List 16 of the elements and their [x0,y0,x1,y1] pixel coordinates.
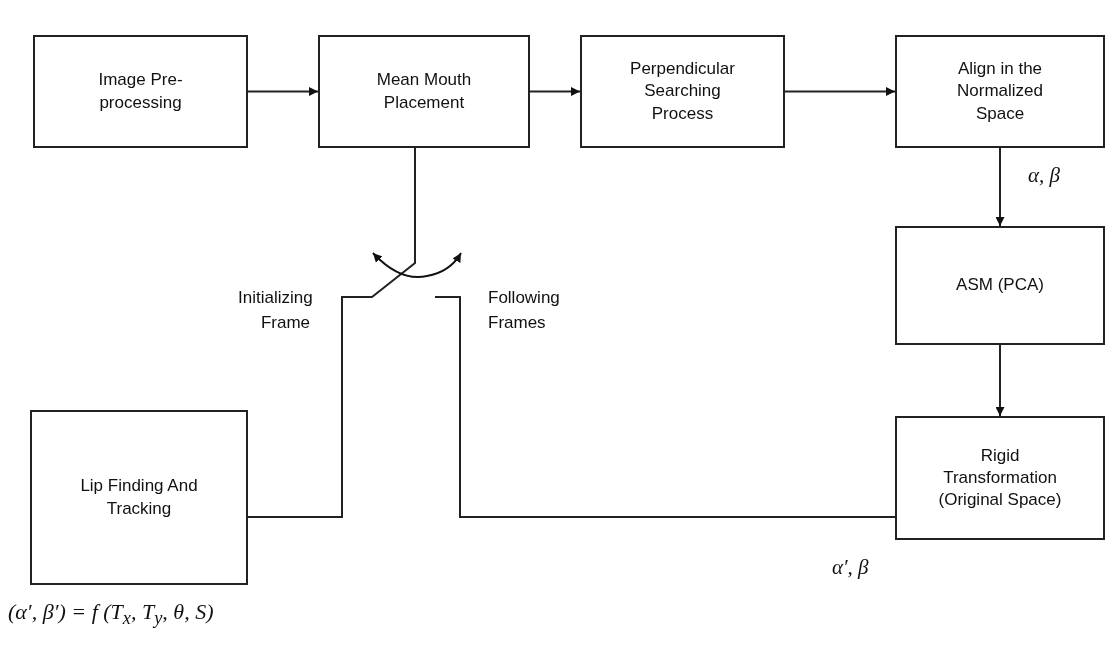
process-box: Perpendicular Searching Process [580,35,785,148]
process-box: Lip Finding And Tracking [30,410,248,585]
switch-label: Initializing Frame [238,287,310,334]
connector-line [434,296,896,518]
connector-line [995,147,1005,227]
process-box: Align in the Normalized Space [895,35,1105,148]
connector-line [995,344,1005,417]
connector-line [247,87,319,96]
process-box: ASM (PCA) [895,226,1105,345]
connector-line [784,87,896,96]
process-box: Rigid Transformation (Original Space) [895,416,1105,540]
process-box: Mean Mouth Placement [318,35,530,148]
process-box: Image Pre- processing [33,35,248,148]
connector-line [529,87,581,96]
switch-label: Following Frames [488,287,561,334]
connector-line [247,147,416,518]
